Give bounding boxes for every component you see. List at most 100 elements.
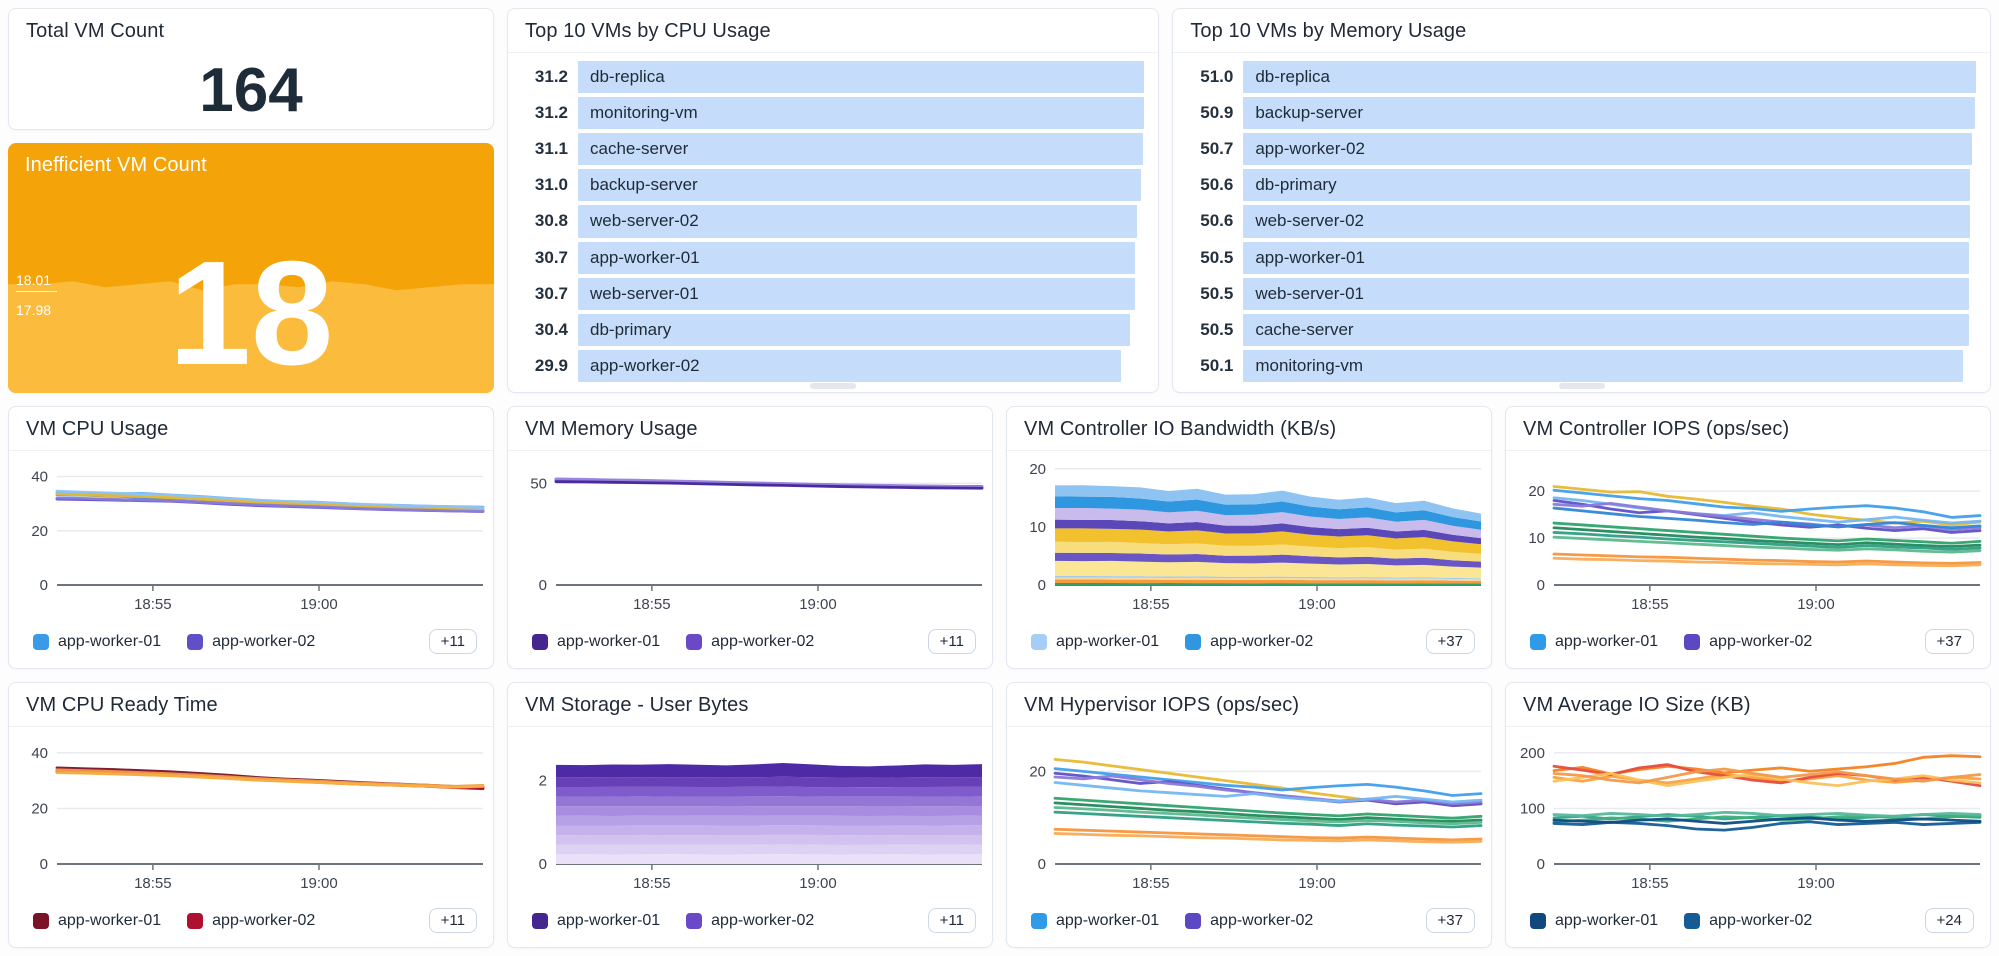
stat-axis-label-min: 17.98	[16, 302, 52, 318]
legend-swatch	[187, 912, 204, 929]
legend-label: app-worker-01	[557, 911, 661, 929]
bar-label: app-worker-02	[1255, 139, 1365, 159]
legend-label: app-worker-01	[1056, 911, 1160, 929]
legend-swatch	[1684, 633, 1701, 650]
legend-overflow-badge[interactable]: +37	[1425, 629, 1475, 654]
bar-value: 30.7	[534, 247, 568, 267]
svg-text:50: 50	[530, 475, 547, 492]
legend-label: app-worker-02	[212, 911, 316, 929]
legend-swatch	[1684, 912, 1701, 929]
svg-text:19:00: 19:00	[799, 596, 837, 613]
svg-text:20: 20	[31, 523, 48, 540]
legend-swatch	[1185, 912, 1202, 929]
legend-label: app-worker-02	[1210, 911, 1314, 929]
legend-item[interactable]: app-worker-02	[1684, 633, 1812, 651]
bar-fill: cache-server	[1243, 313, 1969, 346]
legend-item[interactable]: app-worker-01	[1031, 633, 1159, 651]
bar-track: monitoring-vm	[1243, 349, 1976, 382]
svg-text:18:55: 18:55	[633, 596, 671, 613]
legend-swatch	[187, 633, 204, 650]
panel-title[interactable]: VM CPU Usage	[26, 418, 169, 440]
legend-item[interactable]: app-worker-01	[1031, 912, 1159, 930]
scrollbar-thumb[interactable]	[810, 383, 857, 389]
legend-item[interactable]: app-worker-01	[1530, 633, 1658, 651]
legend-overflow-badge[interactable]: +11	[927, 629, 976, 654]
legend-item[interactable]: app-worker-02	[1185, 912, 1313, 930]
legend-overflow-badge[interactable]: +11	[927, 908, 976, 933]
legend-overflow-badge[interactable]: +37	[1924, 629, 1974, 654]
legend-item[interactable]: app-worker-01	[33, 912, 161, 930]
svg-text:40: 40	[31, 469, 48, 486]
legend: app-worker-01 app-worker-02 +11	[508, 619, 992, 668]
bar-fill: web-server-01	[1243, 277, 1969, 310]
legend-overflow-badge[interactable]: +24	[1924, 908, 1974, 933]
legend-swatch	[33, 633, 49, 650]
legend-item[interactable]: app-worker-01	[1530, 912, 1658, 930]
bar-track: monitoring-vm	[578, 97, 1145, 130]
svg-text:18:55: 18:55	[633, 875, 671, 892]
panel-title[interactable]: Total VM Count	[26, 20, 165, 42]
bar-value: 31.0	[534, 175, 568, 195]
bar-value: 30.8	[534, 211, 568, 231]
bar-fill: app-worker-02	[578, 349, 1121, 382]
stat-background-graph	[8, 143, 494, 393]
panel-title[interactable]: VM CPU Ready Time	[26, 694, 218, 716]
legend-item[interactable]: app-worker-02	[187, 633, 315, 651]
legend-item[interactable]: app-worker-02	[1684, 912, 1812, 930]
stat-sparkline	[8, 281, 494, 393]
legend-overflow-badge[interactable]: +37	[1425, 908, 1475, 933]
panel-title[interactable]: Top 10 VMs by CPU Usage	[525, 20, 771, 42]
legend: app-worker-01 app-worker-02 +11	[9, 619, 493, 668]
panel-title[interactable]: Top 10 VMs by Memory Usage	[1190, 20, 1467, 42]
panel-title[interactable]: VM Controller IOPS (ops/sec)	[1523, 418, 1790, 440]
bar-track: app-worker-02	[1243, 133, 1976, 166]
bar-value: 50.5	[1200, 319, 1234, 339]
bar-track: db-replica	[1243, 61, 1976, 94]
panel-title[interactable]: VM Hypervisor IOPS (ops/sec)	[1024, 694, 1300, 716]
legend-item[interactable]: app-worker-02	[686, 912, 814, 930]
legend-item[interactable]: app-worker-01	[532, 633, 660, 651]
panel-title[interactable]: VM Controller IO Bandwidth (KB/s)	[1024, 418, 1337, 440]
inefficient-vm-count-value: 18	[168, 231, 334, 393]
stat-column: Total VM Count 164 Inefficient VM Count …	[8, 8, 494, 393]
bar-track: web-server-01	[1243, 277, 1976, 310]
legend-item[interactable]: app-worker-01	[532, 912, 660, 930]
legend-overflow-badge[interactable]: +11	[428, 908, 477, 933]
legend-item[interactable]: app-worker-01	[33, 633, 161, 651]
svg-text:19:00: 19:00	[799, 875, 837, 892]
svg-text:0: 0	[40, 577, 48, 594]
scrollbar-thumb[interactable]	[1558, 383, 1605, 389]
bar-value: 31.1	[534, 139, 568, 159]
legend-item[interactable]: app-worker-02	[187, 912, 315, 930]
legend-item[interactable]: app-worker-02	[686, 633, 814, 651]
legend-label: app-worker-02	[711, 911, 815, 929]
svg-text:20: 20	[31, 800, 48, 817]
legend-item[interactable]: app-worker-02	[1185, 633, 1313, 651]
svg-text:100: 100	[1520, 800, 1545, 817]
bar-value: 30.7	[534, 283, 568, 303]
svg-text:2: 2	[539, 773, 547, 790]
legend-overflow-badge[interactable]: +11	[428, 629, 477, 654]
panel-title[interactable]: Inefficient VM Count	[25, 154, 207, 176]
bar-value: 30.4	[534, 319, 568, 339]
panel-title[interactable]: VM Average IO Size (KB)	[1523, 694, 1751, 716]
panel-title[interactable]: VM Memory Usage	[525, 418, 698, 440]
bar-track: db-primary	[578, 313, 1144, 346]
panel-title[interactable]: VM Storage - User Bytes	[525, 694, 749, 716]
bar-fill: db-replica	[578, 61, 1145, 94]
